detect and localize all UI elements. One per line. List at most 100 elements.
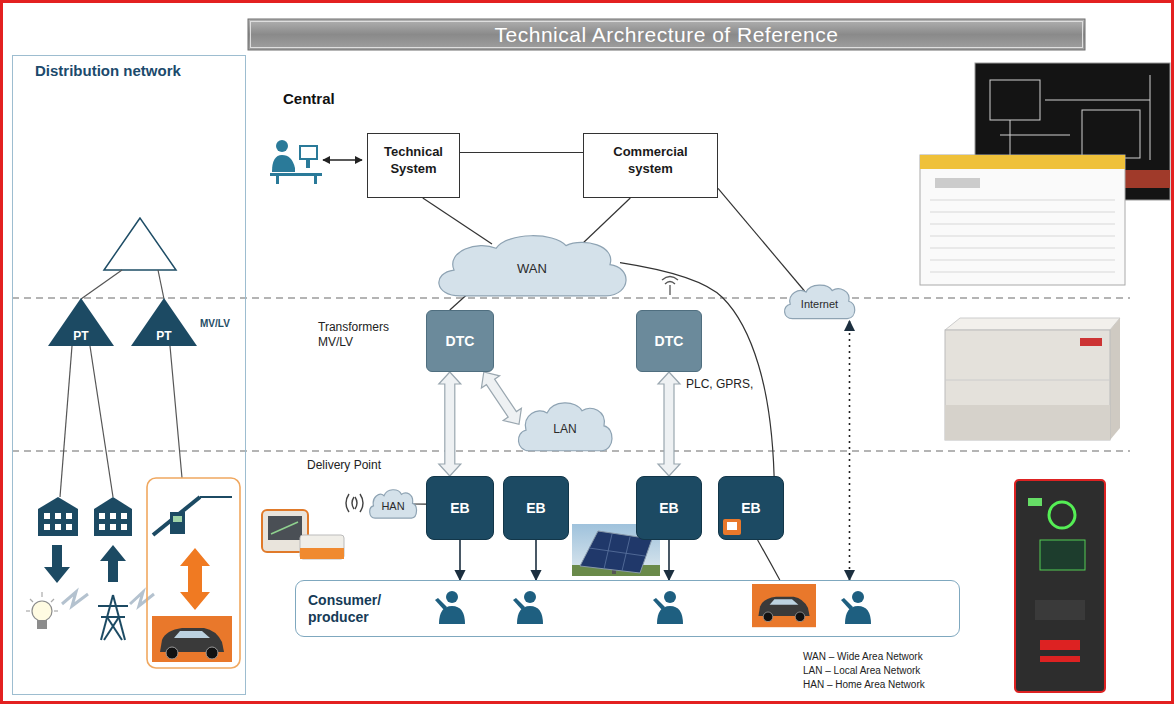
solar-panel-photo — [589, 548, 645, 556]
transformer-triangle: PT — [131, 298, 197, 346]
building-icon — [44, 513, 50, 519]
commercial-screenshot — [930, 200, 1115, 201]
charger-icon — [723, 519, 741, 535]
prosumer-group — [147, 478, 240, 668]
system-box: Commercial system — [583, 133, 718, 198]
network-cloud: Internet — [782, 283, 857, 321]
lightning-link — [62, 592, 154, 606]
concentrator-photo — [1110, 318, 1120, 440]
building-icon — [110, 513, 116, 519]
operator-icon — [276, 140, 288, 152]
flow-arrow — [44, 545, 126, 583]
label-anchor: LAN – Local Area Network — [803, 665, 920, 678]
electric-car — [752, 584, 816, 627]
node-label: Distribution network — [13, 56, 245, 79]
smart-meter-photo — [1049, 502, 1075, 528]
diagram-title: Technical Archrecture of Reference — [495, 23, 839, 47]
layer-divider — [12, 298, 1130, 451]
commercial-screenshot — [930, 200, 1115, 272]
bulb-icon — [41, 592, 42, 597]
consumer-icon — [841, 598, 853, 610]
link-arrow — [481, 372, 521, 424]
home-display-photo — [300, 535, 344, 559]
label-anchor: MV/LV — [200, 318, 230, 331]
building-icon — [55, 524, 61, 530]
operator-link — [323, 159, 362, 160]
scada-screenshot — [1150, 75, 1151, 160]
flow-arrow — [100, 545, 126, 561]
concentrator-photo — [1080, 338, 1102, 346]
node-label: Commercial system — [605, 144, 697, 177]
node-label: WAN — [517, 261, 547, 276]
concentrator-photo — [945, 318, 1120, 440]
scada-screenshot — [990, 75, 1150, 160]
smart-meter-photo — [1015, 480, 1105, 692]
antenna-icon — [662, 277, 678, 296]
building-icon — [121, 524, 127, 530]
node-label: EB — [450, 500, 469, 516]
lightning-link — [130, 592, 154, 606]
prosumer-group — [200, 496, 232, 498]
triangle-shape — [48, 298, 114, 346]
concentrator-photo — [945, 330, 1110, 440]
triangle-shape — [131, 298, 197, 346]
electric-car — [795, 612, 805, 622]
smart-meter-photo — [1015, 480, 1105, 692]
commercial-screenshot — [930, 224, 1115, 225]
pylon-icon — [107, 617, 122, 640]
label-anchor: Transformers MV/LV — [318, 320, 406, 350]
meter-box: EB — [426, 476, 494, 540]
electric-car — [752, 584, 816, 627]
network-tree — [60, 346, 72, 497]
prosumer-group — [170, 512, 185, 534]
prosumer-group — [147, 478, 240, 668]
pylon-icon — [101, 616, 125, 618]
network-tree — [158, 270, 164, 299]
prosumer-group — [153, 497, 200, 535]
node-label: Technical System — [374, 144, 453, 177]
cloud-shape — [439, 236, 626, 296]
region-panel: Distribution networkPTPT — [12, 55, 246, 695]
network-cloud: HAN — [368, 488, 418, 520]
home-display-photo — [300, 548, 344, 559]
network-link — [758, 540, 780, 580]
consumer-icon — [664, 591, 676, 603]
supply-arrow — [668, 540, 670, 580]
annotation-label: MV/LV — [200, 318, 230, 331]
operator-icon — [306, 159, 310, 168]
wireless-symbol — [352, 497, 354, 509]
building-icon — [44, 513, 127, 530]
commercial-screenshot — [920, 155, 1125, 285]
network-tree — [104, 218, 176, 270]
label-anchor: WAN – Wide Area Network — [803, 651, 923, 664]
home-display-photo — [268, 516, 302, 540]
node-label: DTC — [655, 333, 684, 349]
supply-arrow — [459, 540, 461, 580]
consumer-icon — [513, 591, 543, 624]
electric-car — [206, 647, 218, 659]
annotation-label: Central — [283, 90, 335, 109]
bulb-icon — [30, 599, 33, 602]
smart-meter-photo — [1040, 640, 1080, 650]
electric-car — [770, 599, 799, 605]
cloud-shape — [370, 490, 417, 518]
electric-car — [166, 647, 178, 659]
electric-car — [152, 616, 232, 662]
commercial-screenshot — [930, 212, 1115, 213]
concentrator-box: DTC — [636, 310, 702, 372]
operator-link — [323, 160, 362, 161]
consumer-band: Consumer/ producer — [295, 580, 960, 637]
bulb-icon — [26, 592, 58, 629]
operator-icon — [300, 146, 317, 159]
scada-screenshot — [1010, 120, 1011, 160]
smart-meter-photo — [1035, 600, 1085, 620]
antenna-icon — [665, 282, 675, 285]
node-label: LAN — [553, 422, 576, 436]
building-icon — [44, 524, 50, 530]
network-link — [718, 188, 805, 291]
supply-arrow — [535, 540, 537, 580]
commercial-screenshot — [920, 155, 1125, 169]
cloud-shape — [518, 403, 612, 451]
